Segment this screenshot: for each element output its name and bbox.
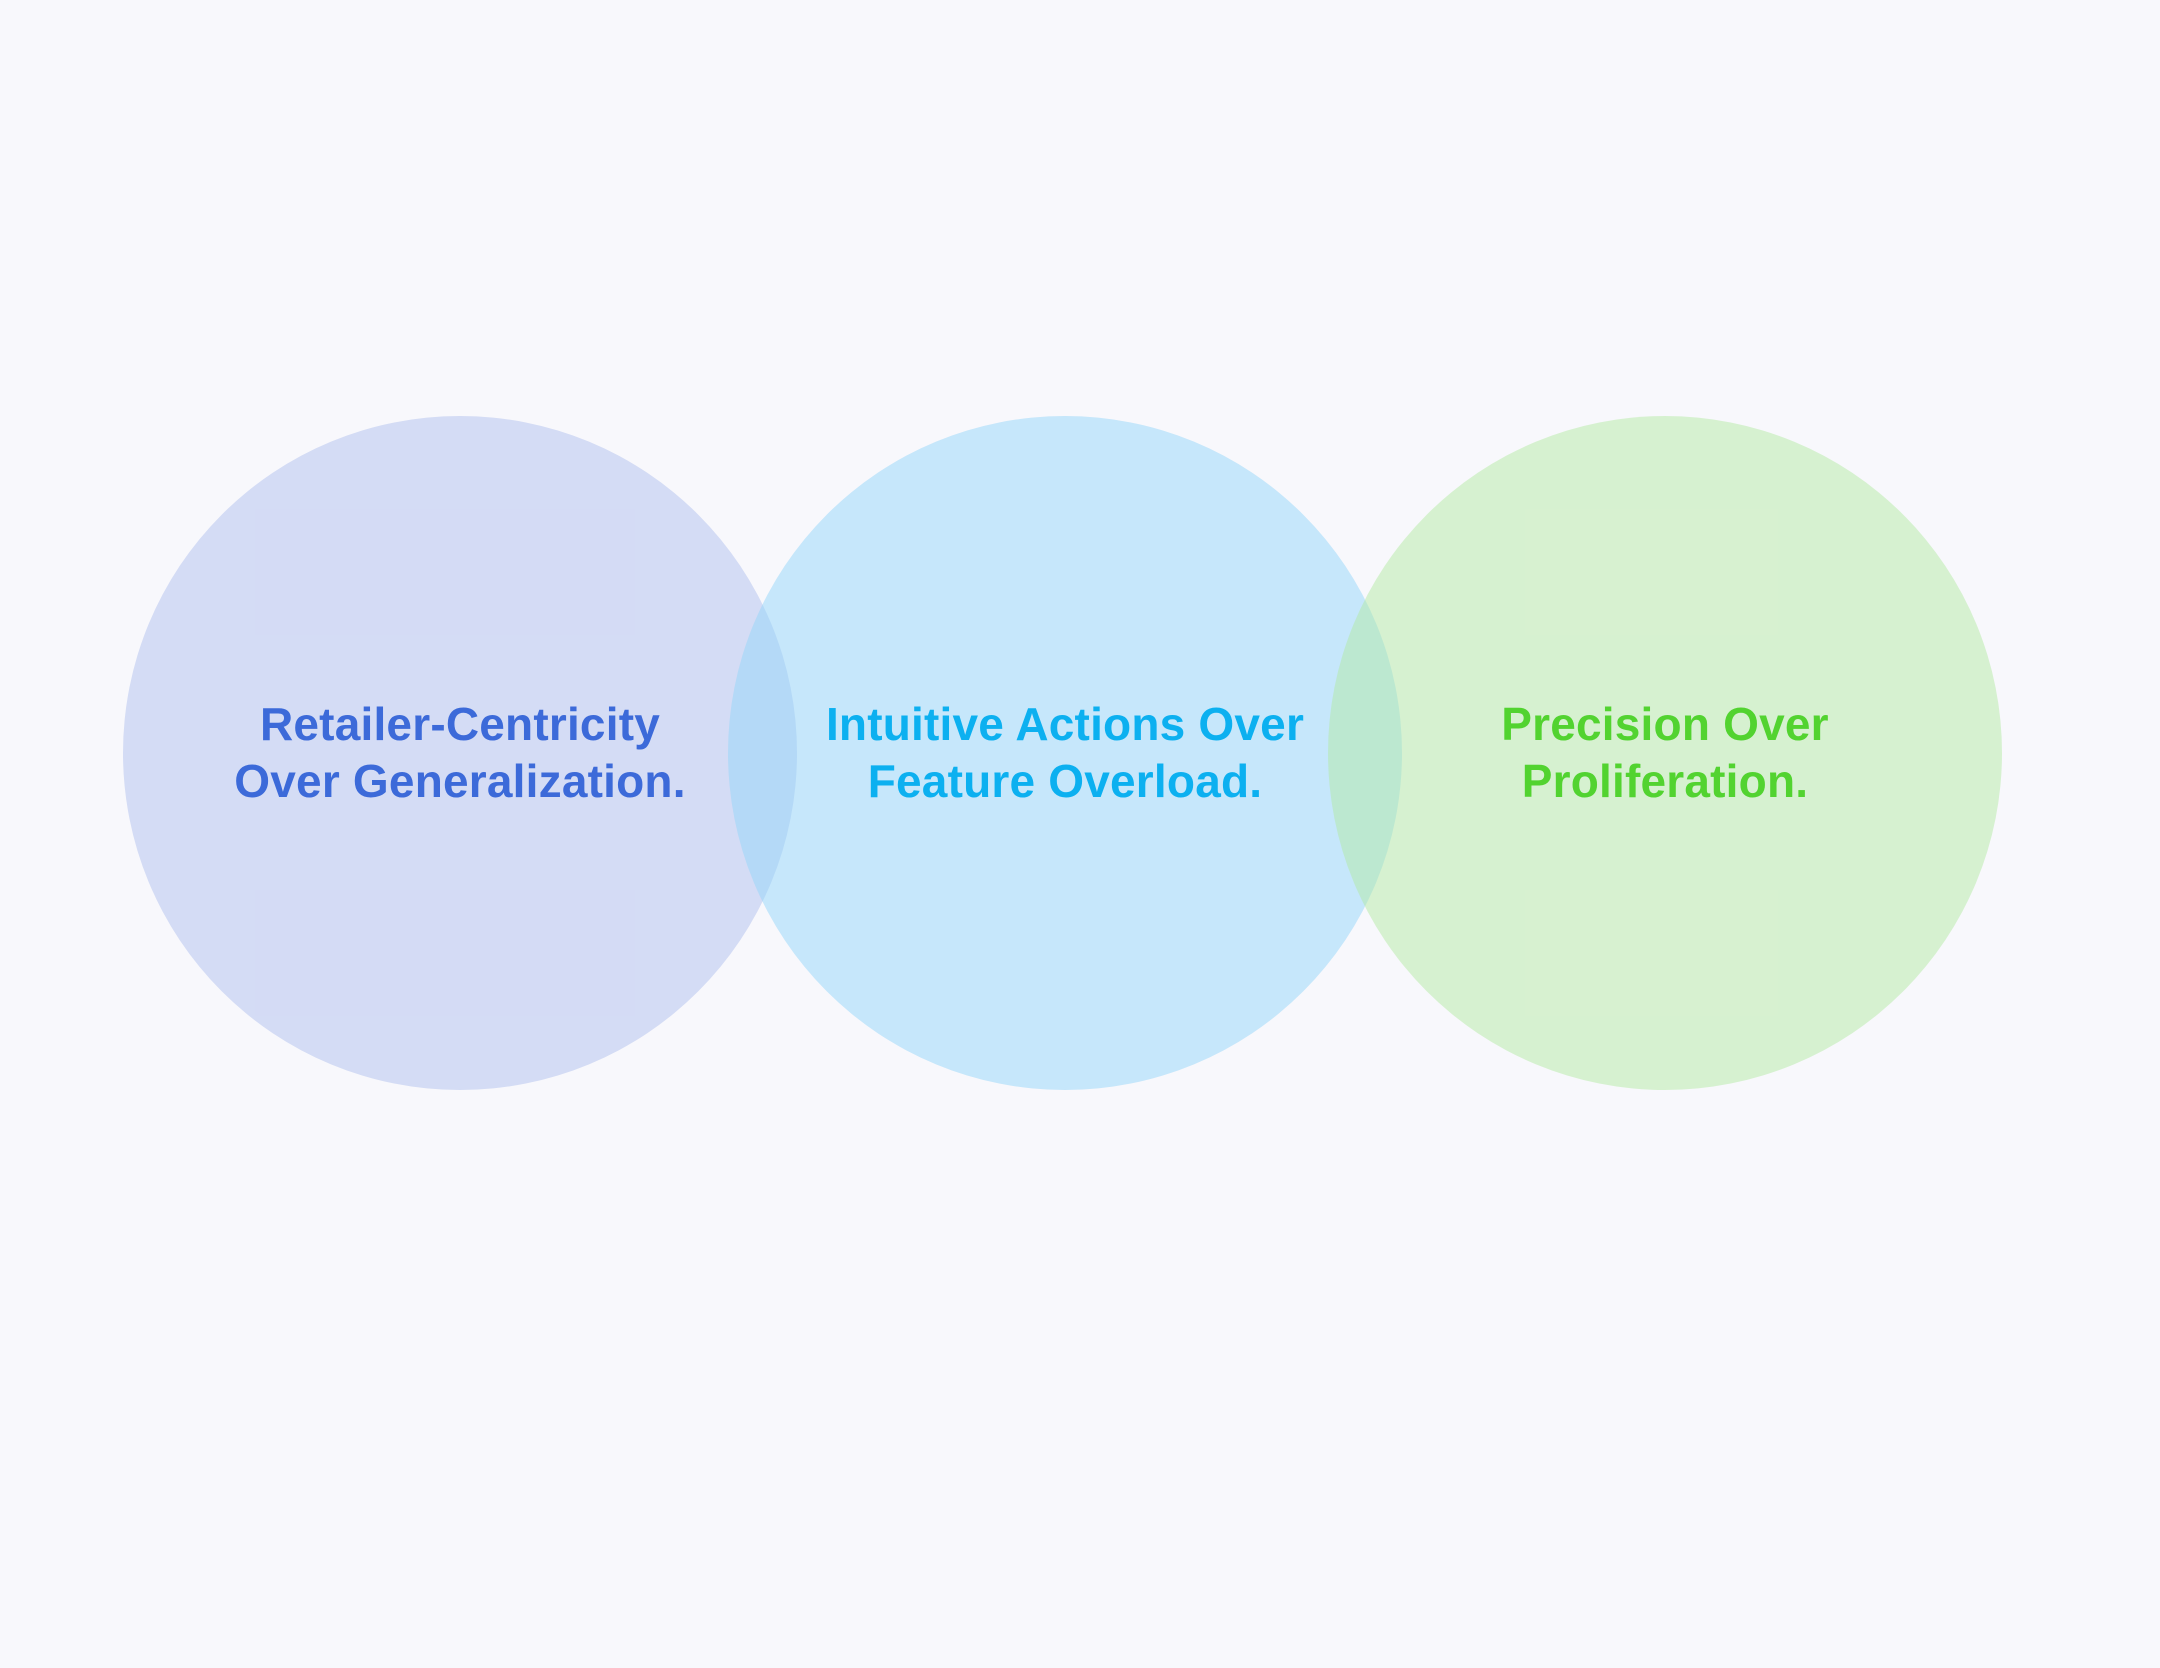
label-line: Over Generalization. <box>234 755 686 807</box>
circle-intuitive-actions <box>728 416 1402 1090</box>
label-line: Precision Over <box>1501 698 1829 750</box>
label-line: Feature Overload. <box>867 755 1263 807</box>
label-intuitive-actions: Intuitive Actions Over Feature Overload. <box>728 416 1402 1090</box>
label-line: Retailer-Centricity <box>259 698 661 750</box>
label-retailer-centricity: Retailer-Centricity Over Generalization. <box>123 416 797 1090</box>
label-line: Intuitive Actions Over <box>825 698 1305 750</box>
circle-retailer-centricity <box>123 416 797 1090</box>
label-precision: Precision Over Proliferation. <box>1328 416 2002 1090</box>
circle-precision <box>1328 416 2002 1090</box>
label-line: Proliferation. <box>1521 755 1809 807</box>
